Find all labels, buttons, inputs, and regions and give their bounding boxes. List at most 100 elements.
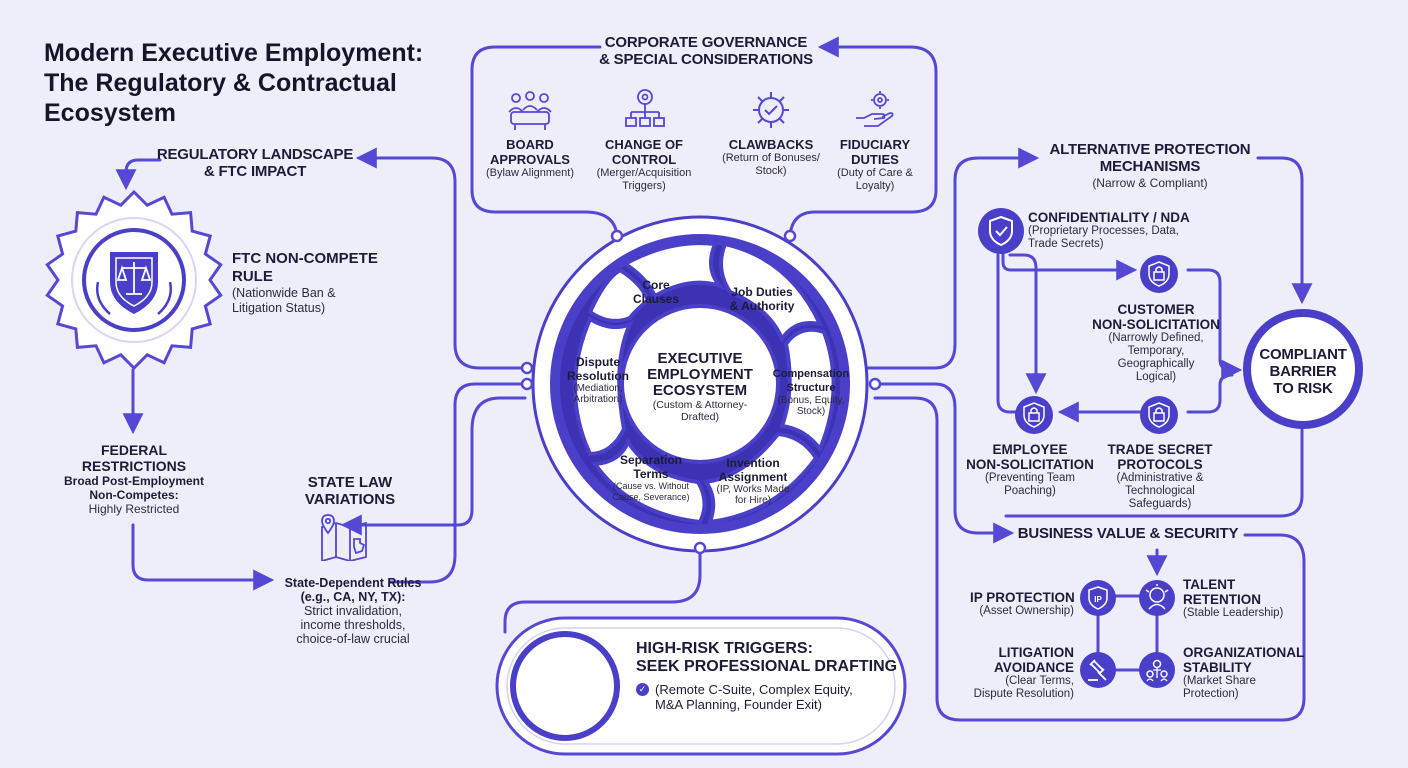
- segment-compensation: [779, 327, 836, 453]
- state-map-icon: [321, 514, 367, 561]
- risk-title-2: SEEK PROFESSIONAL DRAFTING: [636, 658, 898, 675]
- compliant-barrier-label: COMPLIANT BARRIER TO RISK: [1245, 346, 1361, 397]
- alternative-header-line-2: MECHANISMS: [1099, 158, 1201, 175]
- governance-header-line-2: & SPECIAL CONSIDERATIONS: [599, 51, 813, 68]
- disp-t1: Dispute: [575, 355, 620, 369]
- ip-sub: (Asset Ownership): [979, 605, 1074, 617]
- sep-s2: Cause, Severance): [612, 492, 690, 502]
- regulatory-header-line-1: REGULATORY LANDSCAPE: [156, 146, 354, 163]
- ip-shield-node: IP: [1080, 580, 1116, 616]
- state-rules-3: Strict invalidation,: [304, 604, 402, 618]
- emp-title-2: NON-SOLICITATION: [966, 457, 1094, 472]
- state-rules-1: State-Dependent Rules: [284, 576, 422, 590]
- ip-protection-label: IP PROTECTION (Asset Ownership): [970, 590, 1075, 618]
- board-title-1: BOARD: [506, 137, 554, 152]
- emp-sub-1: (Preventing Team: [985, 472, 1075, 484]
- board-sub: (Bylaw Alignment): [485, 167, 575, 179]
- talent-sub: (Stable Leadership): [1183, 607, 1284, 619]
- segment-label-separation: Separation Terms (Cause vs. Without Caus…: [606, 453, 696, 503]
- trade-sub-1: (Administrative &: [1116, 472, 1204, 484]
- ecosystem-wheel: [531, 215, 869, 553]
- page-title: Modern Executive Employment: The Regulat…: [44, 38, 423, 128]
- fiduciary-title-2: DUTIES: [851, 152, 899, 167]
- nda-sub-1: (Proprietary Processes, Data,: [1028, 225, 1179, 237]
- federal-sub-2: Non-Competes:: [89, 488, 179, 502]
- disp-s1: (Mediation,: [573, 383, 623, 394]
- segment-invention: [702, 431, 819, 525]
- job-t2: & Authority: [729, 299, 795, 313]
- governance-bracket-right: [788, 36, 938, 238]
- disp-s2: Arbitration): [573, 394, 623, 405]
- core-t2: Clauses: [632, 292, 680, 306]
- arrow-federal-state: [131, 523, 275, 591]
- ip-title: IP PROTECTION: [970, 590, 1075, 605]
- title-line-2: The Regulatory & Contractual: [44, 69, 397, 97]
- talent-title-2: RETENTION: [1183, 592, 1262, 607]
- inv-s2: for Hire): [734, 495, 772, 506]
- comp-t1: Compensation: [772, 368, 850, 380]
- regulatory-header-line-2: & FTC IMPACT: [203, 163, 307, 180]
- customer-nonsolicit-label: CUSTOMER NON-SOLICITATION (Narrowly Defi…: [1088, 302, 1224, 384]
- board-title-2: APPROVALS: [490, 152, 570, 167]
- change-control-sub-1: (Merger/Acquisition: [596, 167, 692, 179]
- organization-people-node: [1139, 652, 1175, 688]
- ecosystem-center-label: EXECUTIVE EMPLOYMENT ECOSYSTEM (Custom &…: [640, 350, 760, 424]
- governance-bracket: [470, 45, 619, 238]
- change-control-sub-2: Triggers): [622, 180, 666, 192]
- trade-secret-label: TRADE SECRET PROTOCOLS (Administrative &…: [1104, 442, 1216, 511]
- connector-risk: [503, 546, 702, 634]
- cust-sub-3: Geographically: [1117, 358, 1195, 370]
- connector-business: [873, 382, 1015, 544]
- trade-secret-lock-node: [1140, 396, 1178, 434]
- lit-sub-2: Dispute Resolution): [973, 688, 1074, 700]
- org-chart-icon: [625, 89, 665, 127]
- alternative-header: ALTERNATIVE PROTECTION MECHANISMS: [1030, 141, 1270, 175]
- emp-sub-2: Poaching): [1004, 485, 1056, 497]
- meeting-table-icon: [508, 91, 552, 130]
- governance-item-change-control: CHANGE OF CONTROL (Merger/Acquisition Tr…: [588, 137, 700, 193]
- sep-t2: Terms: [633, 467, 669, 481]
- governance-item-board: BOARD APPROVALS (Bylaw Alignment): [474, 137, 586, 180]
- fiduciary-sub-2: Loyalty): [855, 180, 895, 192]
- trade-title-2: PROTOCOLS: [1117, 457, 1203, 472]
- nda-shield-node: [978, 208, 1024, 254]
- trade-sub-3: Safeguards): [1128, 498, 1192, 510]
- trade-sub-2: Technological: [1125, 485, 1195, 497]
- connector-business-outer: [873, 396, 1306, 722]
- state-rules-5: choice-of-law crucial: [296, 632, 410, 646]
- state-rules-label: State-Dependent Rules (e.g., CA, NY, TX)…: [278, 576, 428, 646]
- title-line-1: Modern Executive Employment:: [44, 39, 424, 67]
- trade-title-1: TRADE SECRET: [1107, 442, 1213, 457]
- business-header: BUSINESS VALUE & SECURITY: [1017, 525, 1239, 542]
- governance-item-clawbacks: CLAWBACKS (Return of Bonuses/ Stock): [715, 137, 827, 178]
- job-t1: Job Duties: [731, 285, 793, 299]
- center-sub-1: (Custom & Attorney-: [652, 399, 748, 411]
- segment-outer-left: [587, 267, 651, 323]
- talent-head-node: [1139, 580, 1175, 616]
- org-sub-2: Protection): [1183, 688, 1239, 700]
- employee-nonsolicit-label: EMPLOYEE NON-SOLICITATION (Preventing Te…: [966, 442, 1094, 498]
- segment-core-clauses: [621, 241, 727, 299]
- center-sub-2: Drafted): [681, 411, 719, 423]
- risk-sub-1: (Remote C-Suite, Complex Equity,: [655, 682, 853, 697]
- connector-regulatory: [355, 147, 529, 370]
- fiduciary-title-1: FIDUCIARY: [839, 137, 911, 152]
- compliant-barrier-node: [1243, 309, 1363, 429]
- nda-sub-2: Trade Secrets): [1028, 238, 1104, 250]
- governance-header-line-1: CORPORATE GOVERNANCE: [604, 34, 808, 51]
- hand-gear-icon: [856, 91, 894, 127]
- federal-restrictions-label: FEDERAL RESTRICTIONS Broad Post-Employme…: [50, 442, 218, 516]
- ftc-rule-label: FTC NON-COMPETE RULE (Nationwide Ban & L…: [232, 250, 378, 316]
- center-title-1: EXECUTIVE: [657, 350, 743, 367]
- segment-label-invention: Invention Assignment (IP, Works Made for…: [708, 456, 798, 506]
- ftc-title-1: FTC NON-COMPETE: [232, 250, 378, 267]
- talent-title-1: TALENT: [1183, 577, 1236, 592]
- arrow-nda-customer: [1001, 250, 1138, 281]
- alternative-header-line-1: ALTERNATIVE PROTECTION: [1049, 141, 1251, 158]
- line-customer-barrier: [1186, 268, 1243, 381]
- org-title-1: ORGANIZATIONAL: [1183, 645, 1305, 660]
- litigation-gavel-node: [1080, 652, 1116, 688]
- ftc-sub-2: Litigation Status): [232, 301, 326, 315]
- federal-sub-1: Broad Post-Employment: [63, 474, 204, 488]
- segment-label-job: Job Duties & Authority: [720, 285, 804, 313]
